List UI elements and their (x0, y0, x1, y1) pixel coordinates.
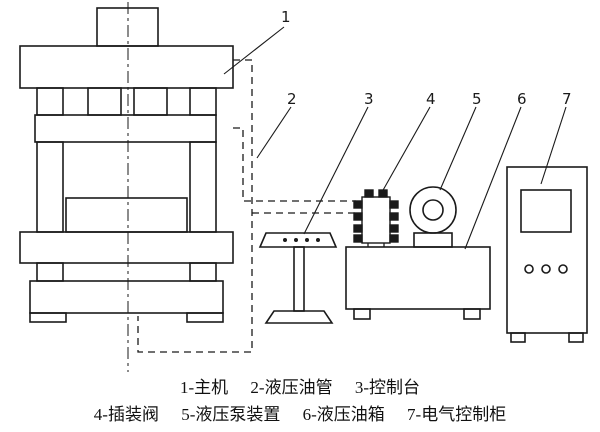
cabinet-button-2 (541, 264, 551, 274)
oil-tank (345, 246, 491, 320)
leader-4 (381, 106, 431, 193)
leader-1 (223, 26, 285, 75)
callout-7: 7 (562, 90, 572, 108)
legend-item-2: 2-液压油管 (250, 378, 333, 397)
legend: 1-主机 2-液压油管 3-控制台 4-插装阀 5-液压泵装置 6-液压油箱 7… (0, 374, 600, 428)
press-top-beam (19, 45, 234, 89)
tank-foot-left (353, 308, 371, 320)
callout-5: 5 (472, 90, 482, 108)
press-base-block (29, 280, 224, 314)
cabinet-button-1 (524, 264, 534, 274)
press-right-column (189, 141, 217, 233)
callout-numbers: 1 2 3 4 5 6 7 (281, 8, 572, 108)
press-left-column-lower (36, 262, 64, 282)
console-stem (293, 246, 305, 312)
callout-3: 3 (364, 90, 374, 108)
callout-6: 6 (517, 90, 527, 108)
cabinet-body (506, 166, 588, 334)
electrical-cabinet (506, 166, 588, 343)
pump-mount (413, 232, 453, 248)
cabinet-foot-right (568, 332, 584, 343)
console-base (264, 310, 334, 324)
tank-foot-right (463, 308, 481, 320)
callout-4: 4 (426, 90, 436, 108)
press-base-foot-left (29, 312, 67, 323)
press-left-column (36, 141, 64, 233)
leader-6 (464, 106, 522, 250)
legend-item-5: 5-液压泵装置 (181, 405, 281, 424)
callout-1: 1 (281, 8, 291, 26)
console-buttons (283, 238, 320, 242)
legend-item-1: 1-主机 (179, 378, 229, 397)
leader-2 (256, 106, 292, 159)
legend-row-2: 4-插装阀 5-液压泵装置 6-液压油箱 7-电气控制柜 (0, 401, 600, 428)
press-table-beam (19, 231, 234, 264)
legend-item-7: 7-电气控制柜 (407, 405, 507, 424)
leader-7 (540, 106, 567, 185)
console-panel (258, 232, 338, 248)
press-base-foot-right (186, 312, 224, 323)
cabinet-foot-left (510, 332, 526, 343)
legend-item-3: 3-控制台 (354, 378, 420, 397)
press-left-column-upper (36, 87, 64, 116)
pipe-to-valve-upper (233, 127, 356, 202)
legend-row-1: 1-主机 2-液压油管 3-控制台 (0, 374, 600, 401)
legend-item-6: 6-液压油箱 (302, 405, 385, 424)
leader-3 (303, 106, 369, 235)
press-right-column-upper (189, 87, 217, 116)
press-slide-beam (34, 114, 217, 143)
leader-lines (223, 26, 567, 250)
pipe-main-loop (137, 59, 253, 353)
cabinet-button-3 (558, 264, 568, 274)
tank-body (345, 246, 491, 310)
valve-body (361, 196, 391, 244)
pump-motor-inner (422, 199, 444, 221)
callout-2: 2 (287, 90, 297, 108)
cartridge-valve-block (353, 189, 399, 244)
press-piston-rod-right (133, 87, 168, 116)
leader-5 (439, 106, 477, 191)
pump-motor-outer (409, 186, 457, 234)
press-die-block (65, 197, 188, 233)
press-piston-rod-left (87, 87, 122, 116)
valve-ports (353, 189, 399, 243)
cabinet-screen (520, 189, 572, 233)
control-console (258, 232, 338, 324)
pump-unit (409, 186, 457, 248)
press-machine (19, 7, 234, 323)
legend-item-4: 4-插装阀 (93, 405, 159, 424)
press-right-column-lower (189, 262, 217, 282)
